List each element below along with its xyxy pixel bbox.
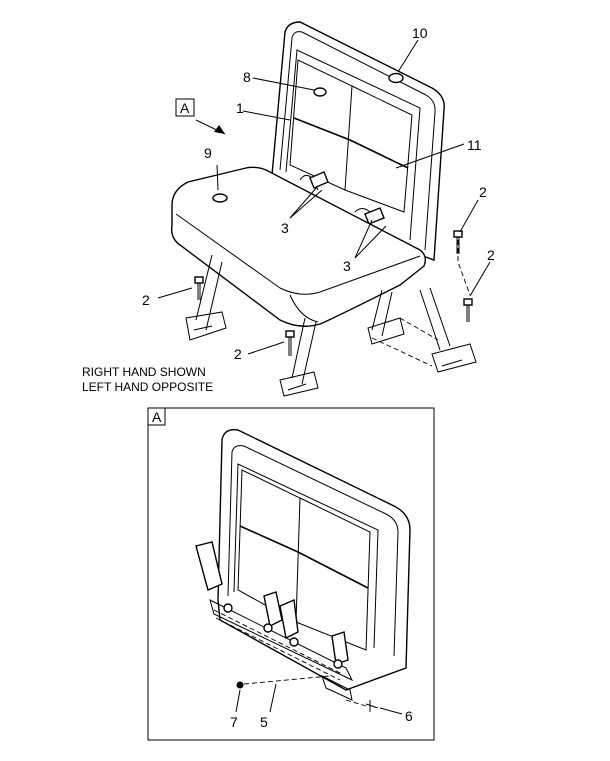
- screw-9: [212, 193, 228, 203]
- view-ref-box: [175, 98, 195, 117]
- detail-belt-3: [279, 598, 299, 640]
- bolt-2c: [453, 230, 463, 254]
- detail-label: A: [152, 409, 162, 425]
- detail-belt-4: [331, 631, 349, 665]
- callout-2a: 2: [142, 292, 150, 308]
- screw-10: [388, 72, 404, 84]
- screw-6: [365, 700, 379, 712]
- nut-7: [236, 681, 244, 689]
- callout-2b: 2: [234, 346, 242, 362]
- seat-assembly: [157, 21, 491, 397]
- callout-10: 10: [412, 25, 428, 41]
- callout-9: 9: [204, 145, 212, 161]
- callout-8: 8: [243, 69, 251, 85]
- foot-left: [185, 311, 227, 341]
- view-ref-label: A: [180, 100, 190, 116]
- leg-front-right: [291, 317, 317, 385]
- callout-1: 1: [236, 100, 244, 116]
- detail-label-box: [147, 407, 166, 426]
- bolt-2d: [463, 298, 473, 322]
- bolt-2a: [194, 276, 204, 300]
- callout-2c: 2: [479, 184, 487, 200]
- belt-buckle-3b: [364, 207, 385, 225]
- callout-11: 11: [467, 137, 482, 153]
- callout-3b: 3: [343, 258, 351, 274]
- hinge-bar: [209, 599, 354, 682]
- callout-3a: 3: [281, 220, 289, 236]
- screw-8: [313, 87, 327, 97]
- callout-7: 7: [230, 714, 238, 730]
- note-line-1: RIGHT HAND SHOWN: [82, 365, 206, 379]
- belt-buckle-3a: [309, 171, 329, 189]
- note-line-2: LEFT HAND OPPOSITE: [82, 380, 213, 394]
- callout-6: 6: [405, 708, 413, 724]
- callout-2d: 2: [487, 247, 495, 263]
- detail-seat-back: [195, 429, 411, 701]
- leg-front-left: [195, 254, 223, 331]
- callout-5: 5: [260, 714, 268, 730]
- seat-cushion: [170, 166, 427, 327]
- detail-belt-1: [195, 541, 223, 591]
- bolt-2b: [285, 330, 295, 356]
- detail-frame: [147, 407, 435, 741]
